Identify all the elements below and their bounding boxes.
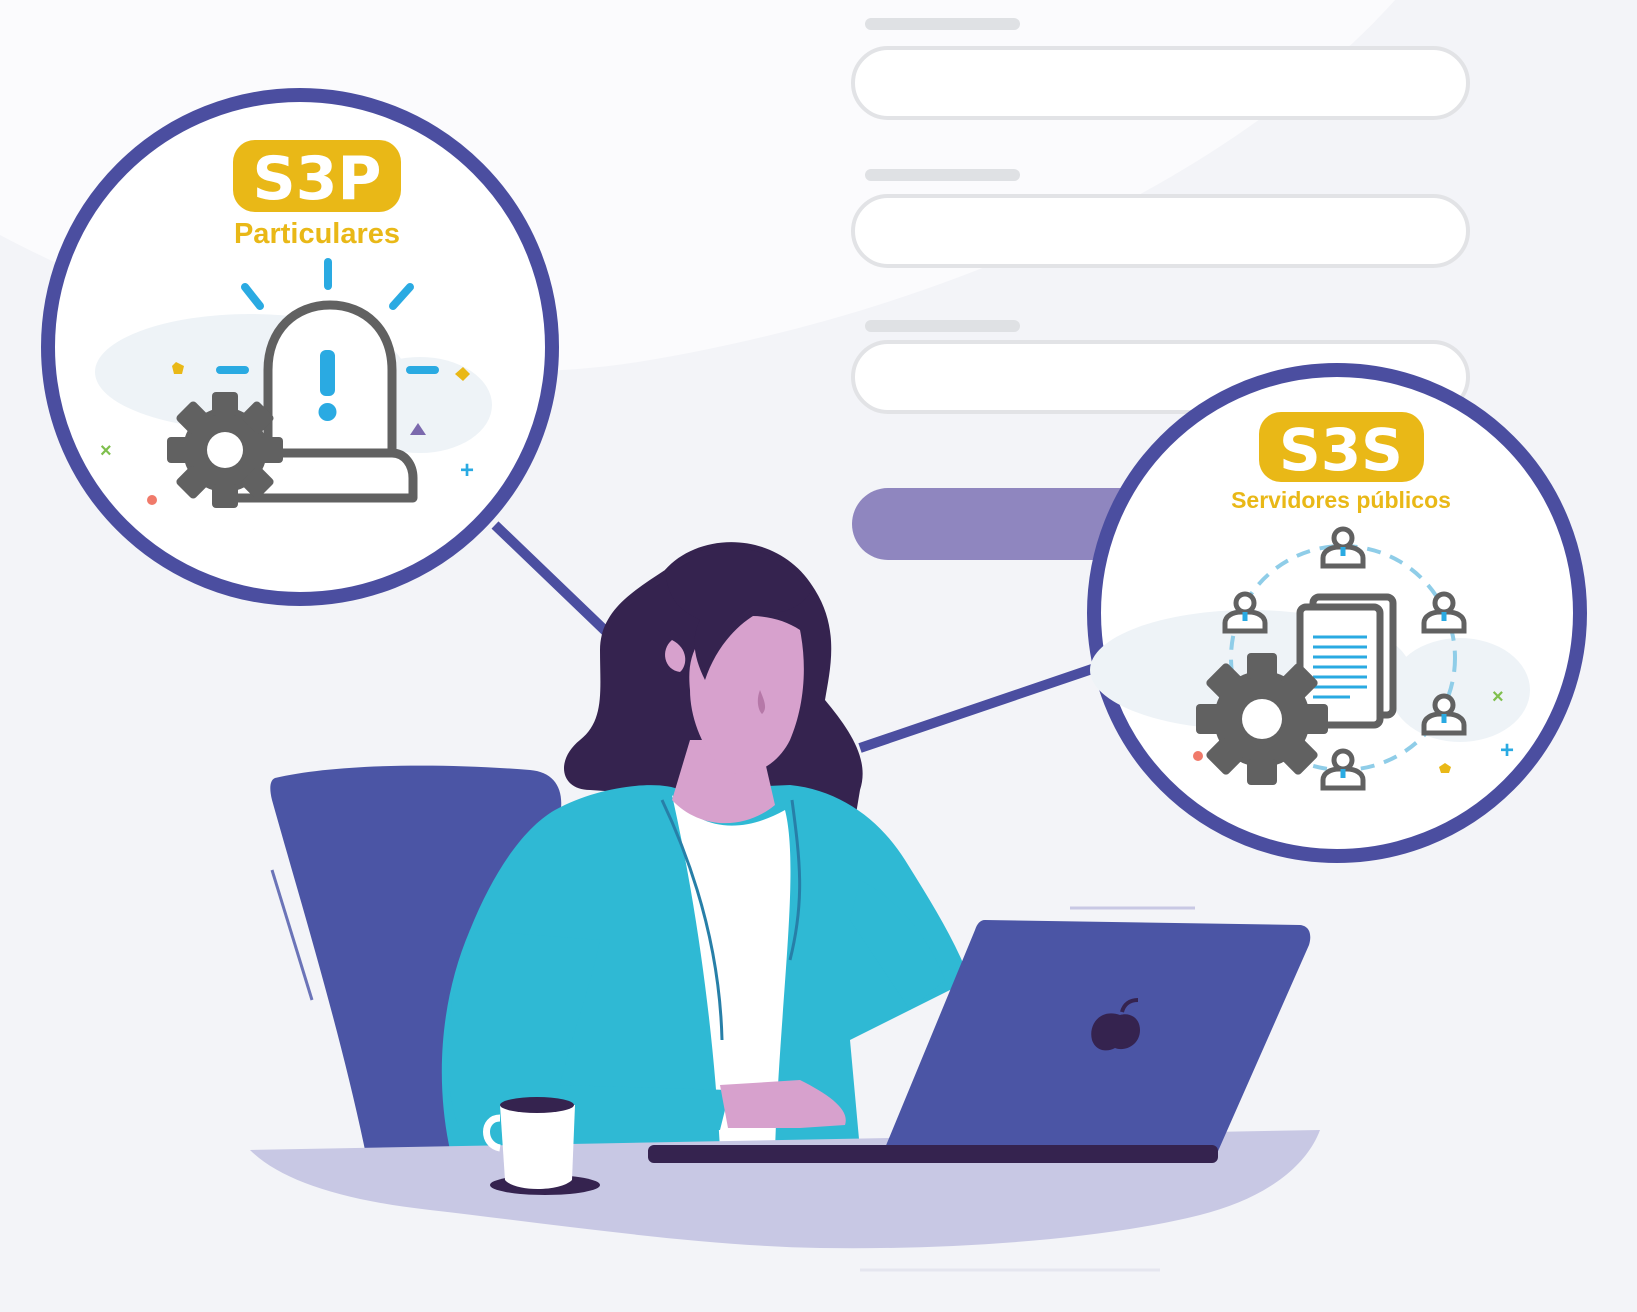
form-label-line-2 <box>865 169 1020 181</box>
apple-logo-icon <box>1091 998 1140 1051</box>
person-icon <box>1421 693 1467 736</box>
connector-line-right <box>858 663 1097 753</box>
gear-icon <box>167 392 283 508</box>
person-icon <box>1222 591 1268 634</box>
nose <box>757 690 766 714</box>
s3p-circle: S3P Particulares <box>41 88 559 606</box>
documents-icon <box>1296 593 1397 729</box>
sparkle-plus: + <box>460 457 474 484</box>
sparkle-pentagon <box>1439 763 1451 773</box>
sparkle-dot <box>1193 751 1203 761</box>
s3s-badge-text: S3S <box>1279 416 1403 484</box>
sparkle-diamond <box>455 367 470 381</box>
person-icon <box>1320 748 1366 791</box>
ear <box>665 640 686 672</box>
sparkle-pentagon <box>172 362 184 374</box>
shirt <box>672 795 791 1150</box>
lapel-left <box>660 799 724 1041</box>
form-label-line-1 <box>865 18 1020 30</box>
s3p-badge-text: S3P <box>253 144 382 214</box>
sparkle-triangle <box>410 423 426 435</box>
lapel-right <box>788 799 802 961</box>
face <box>689 616 804 774</box>
form-mockup <box>851 18 1470 560</box>
sparkle-dot <box>147 495 157 505</box>
person-icon <box>1320 526 1366 569</box>
s3s-circle: S3S Servidores públicos <box>1087 363 1587 863</box>
form-field-2 <box>851 194 1470 268</box>
arm-left <box>447 930 730 1130</box>
person-icon <box>1421 591 1467 634</box>
person-icons <box>1222 526 1467 791</box>
form-field-1 <box>851 46 1470 120</box>
sparkle-plus: + <box>1500 737 1514 764</box>
hair-front <box>665 547 812 680</box>
sparkle-x: × <box>100 440 112 462</box>
alarm-siren-icon <box>216 258 439 503</box>
s3p-label: Particulares <box>234 218 400 250</box>
form-label-line-3 <box>865 320 1020 332</box>
sparkle-x: × <box>1492 686 1504 708</box>
hand <box>720 1080 846 1128</box>
gear-icon <box>1196 653 1328 785</box>
connector-line-left <box>491 521 624 649</box>
s3s-blob-2 <box>1390 638 1530 742</box>
s3s-badge <box>1259 412 1424 482</box>
s3p-badge <box>233 140 401 212</box>
coffee-cup <box>483 1097 600 1195</box>
s3s-label: Servidores públicos <box>1231 487 1451 513</box>
arm-right <box>850 880 945 1010</box>
